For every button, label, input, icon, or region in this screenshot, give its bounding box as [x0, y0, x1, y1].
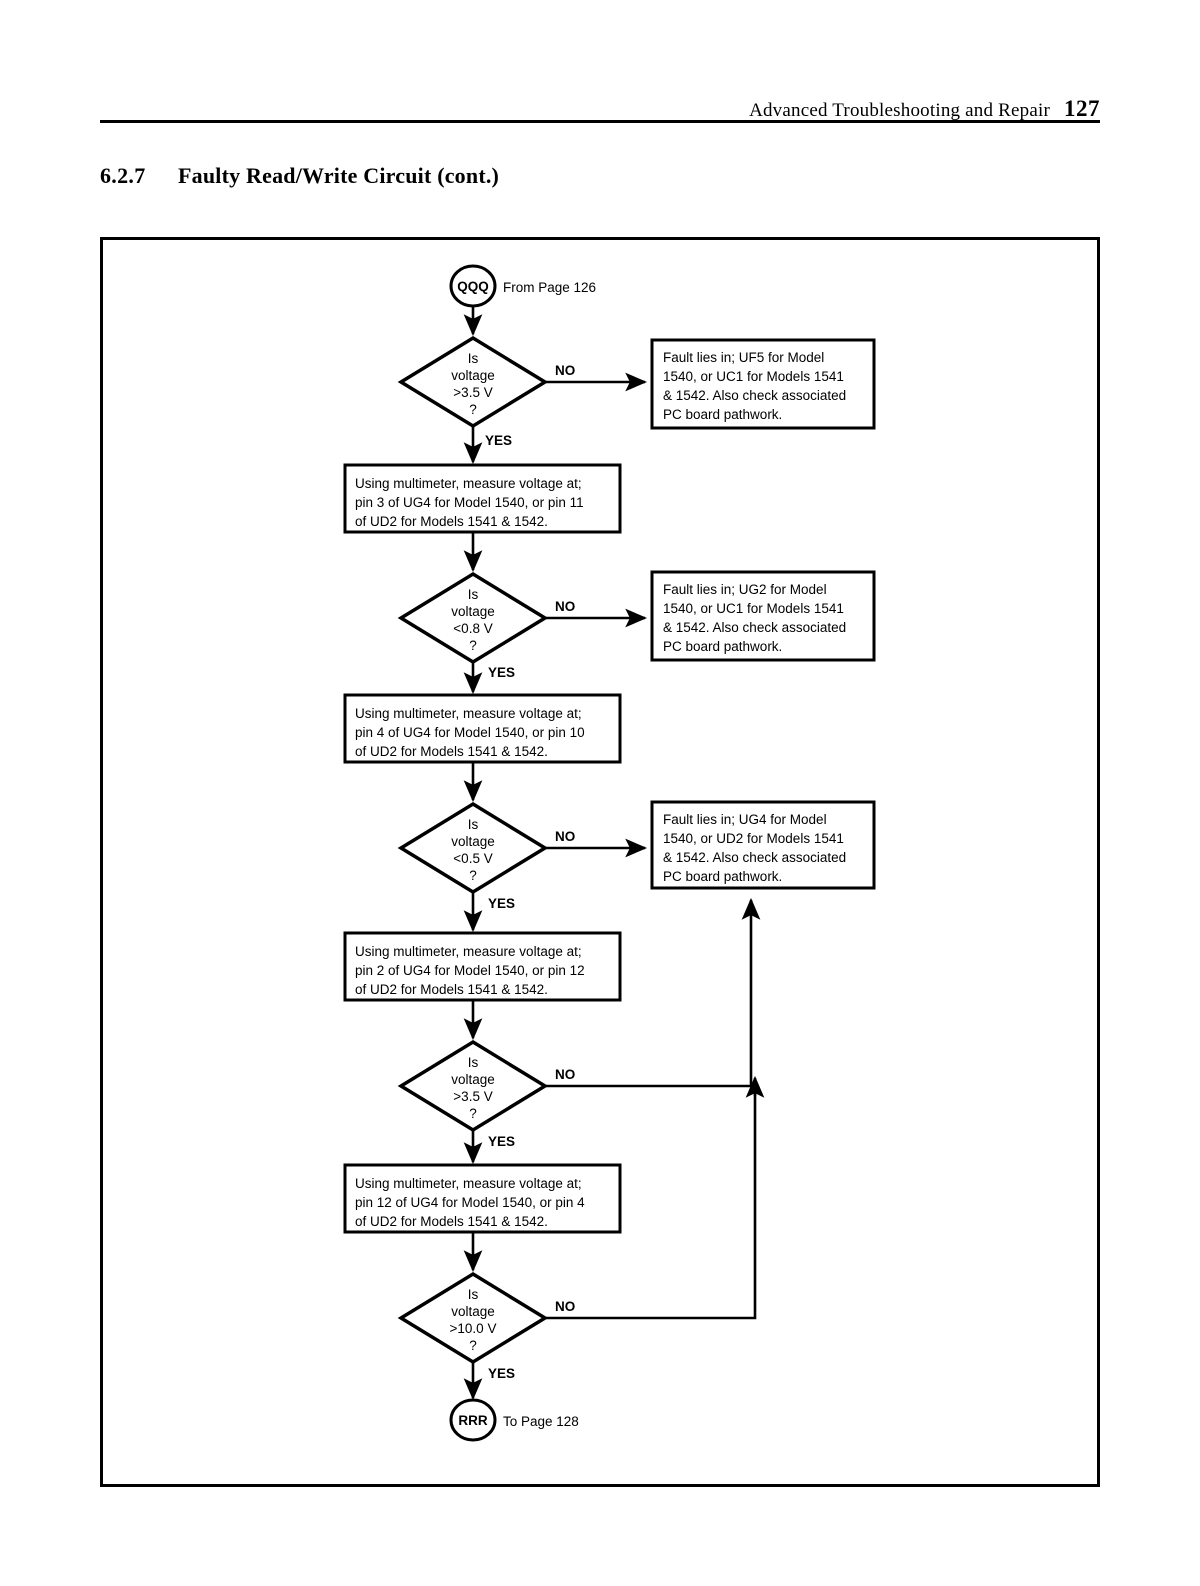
- exit-connector-tag: RRR: [458, 1413, 487, 1428]
- decision-2-no-label: NO: [555, 599, 575, 614]
- decision-2-line-1: Is: [468, 587, 479, 602]
- header-rule: [100, 120, 1100, 123]
- decision-3-line-4: ?: [469, 868, 477, 883]
- decision-5-no-label: NO: [555, 1299, 575, 1314]
- decision-3-line-3: <0.5 V: [453, 851, 492, 866]
- fault-3-line-3: & 1542. Also check associated: [663, 850, 846, 865]
- decision-2-line-3: <0.8 V: [453, 621, 492, 636]
- flowchart-frame: QQQ From Page 126 Is voltage >3.5 V ? NO…: [100, 237, 1100, 1487]
- process-2-line-1: Using multimeter, measure voltage at;: [355, 706, 582, 721]
- flowchart-diagram: QQQ From Page 126 Is voltage >3.5 V ? NO…: [343, 264, 876, 1442]
- exit-connector-note: To Page 128: [503, 1414, 579, 1429]
- decision-voltage-gt-3p5-second: Is voltage >3.5 V ?: [397, 1039, 549, 1133]
- decision-2-line-4: ?: [469, 638, 477, 653]
- decision-voltage-gt-3p5-first: Is voltage >3.5 V ?: [397, 335, 549, 429]
- fault-2-line-4: PC board pathwork.: [663, 639, 782, 654]
- decision-4-no-label: NO: [555, 1067, 575, 1082]
- decision-4-yes-label: YES: [488, 1134, 515, 1149]
- decision-1-no-label: NO: [555, 363, 575, 378]
- fault-2-line-2: 1540, or UC1 for Models 1541: [663, 601, 844, 616]
- decision-1-line-1: Is: [468, 351, 479, 366]
- running-head: Advanced Troubleshooting and Repair 127: [100, 86, 1100, 120]
- process-3-line-1: Using multimeter, measure voltage at;: [355, 944, 582, 959]
- process-3-line-2: pin 2 of UG4 for Model 1540, or pin 12: [355, 963, 585, 978]
- section-heading: 6.2.7 Faulty Read/Write Circuit (cont.): [100, 163, 499, 189]
- fault-3-line-4: PC board pathwork.: [663, 869, 782, 884]
- entry-connector-tag: QQQ: [457, 279, 489, 294]
- process-box-pin12-ug4: Using multimeter, measure voltage at; pi…: [343, 1163, 622, 1234]
- fault-1-line-1: Fault lies in; UF5 for Model: [663, 350, 824, 365]
- fault-2-line-1: Fault lies in; UG2 for Model: [663, 582, 827, 597]
- decision-4-line-4: ?: [469, 1106, 477, 1121]
- flow-d5-no-to-merge: [545, 1092, 757, 1320]
- page-number: 127: [1064, 96, 1100, 121]
- process-box-pin4-ug4: Using multimeter, measure voltage at; pi…: [343, 693, 622, 764]
- decision-1-line-3: >3.5 V: [453, 385, 492, 400]
- decision-3-no-label: NO: [555, 829, 575, 844]
- entry-connector-note: From Page 126: [503, 280, 596, 295]
- process-4-line-3: of UD2 for Models 1541 & 1542.: [355, 1214, 548, 1229]
- entry-connector: QQQ From Page 126: [449, 264, 596, 308]
- fault-3-line-2: 1540, or UD2 for Models 1541: [663, 831, 844, 846]
- process-2-line-3: of UD2 for Models 1541 & 1542.: [355, 744, 548, 759]
- decision-1-yes-label: YES: [485, 433, 512, 448]
- section-title: Faulty Read/Write Circuit (cont.): [178, 163, 500, 188]
- process-1-line-2: pin 3 of UG4 for Model 1540, or pin 11: [355, 495, 584, 510]
- decision-1-line-2: voltage: [451, 368, 495, 383]
- process-1-line-3: of UD2 for Models 1541 & 1542.: [355, 514, 548, 529]
- decision-voltage-lt-0p8: Is voltage <0.8 V ?: [397, 571, 549, 665]
- decision-5-yes-label: YES: [488, 1366, 515, 1381]
- exit-connector: RRR To Page 128: [449, 1398, 579, 1442]
- process-4-line-2: pin 12 of UG4 for Model 1540, or pin 4: [355, 1195, 585, 1210]
- process-3-line-3: of UD2 for Models 1541 & 1542.: [355, 982, 548, 997]
- process-1-line-1: Using multimeter, measure voltage at;: [355, 476, 582, 491]
- decision-4-line-1: Is: [468, 1055, 479, 1070]
- decision-5-line-4: ?: [469, 1338, 477, 1353]
- fault-box-ug4: Fault lies in; UG4 for Model 1540, or UD…: [650, 800, 876, 890]
- decision-2-yes-label: YES: [488, 665, 515, 680]
- decision-3-line-2: voltage: [451, 834, 495, 849]
- section-number: 6.2.7: [100, 163, 146, 188]
- decision-2-line-2: voltage: [451, 604, 495, 619]
- process-box-pin2-ug4: Using multimeter, measure voltage at; pi…: [343, 931, 622, 1002]
- decision-1-line-4: ?: [469, 402, 477, 417]
- decision-5-line-1: Is: [468, 1287, 479, 1302]
- fault-box-uf5: Fault lies in; UF5 for Model 1540, or UC…: [650, 338, 876, 430]
- process-box-pin3-ug4: Using multimeter, measure voltage at; pi…: [343, 463, 622, 534]
- decision-4-line-3: >3.5 V: [453, 1089, 492, 1104]
- decision-3-yes-label: YES: [488, 896, 515, 911]
- decision-5-line-2: voltage: [451, 1304, 495, 1319]
- running-head-title: Advanced Troubleshooting and Repair: [749, 100, 1050, 121]
- decision-voltage-gt-10p0: Is voltage >10.0 V ?: [397, 1271, 549, 1365]
- fault-2-line-3: & 1542. Also check associated: [663, 620, 846, 635]
- fault-1-line-2: 1540, or UC1 for Models 1541: [663, 369, 844, 384]
- decision-5-line-3: >10.0 V: [450, 1321, 497, 1336]
- fault-1-line-3: & 1542. Also check associated: [663, 388, 846, 403]
- process-2-line-2: pin 4 of UG4 for Model 1540, or pin 10: [355, 725, 585, 740]
- decision-3-line-1: Is: [468, 817, 479, 832]
- fault-box-ug2: Fault lies in; UG2 for Model 1540, or UC…: [650, 570, 876, 662]
- decision-voltage-lt-0p5: Is voltage <0.5 V ?: [397, 801, 549, 895]
- decision-4-line-2: voltage: [451, 1072, 495, 1087]
- fault-3-line-1: Fault lies in; UG4 for Model: [663, 812, 827, 827]
- process-4-line-1: Using multimeter, measure voltage at;: [355, 1176, 582, 1191]
- fault-1-line-4: PC board pathwork.: [663, 407, 782, 422]
